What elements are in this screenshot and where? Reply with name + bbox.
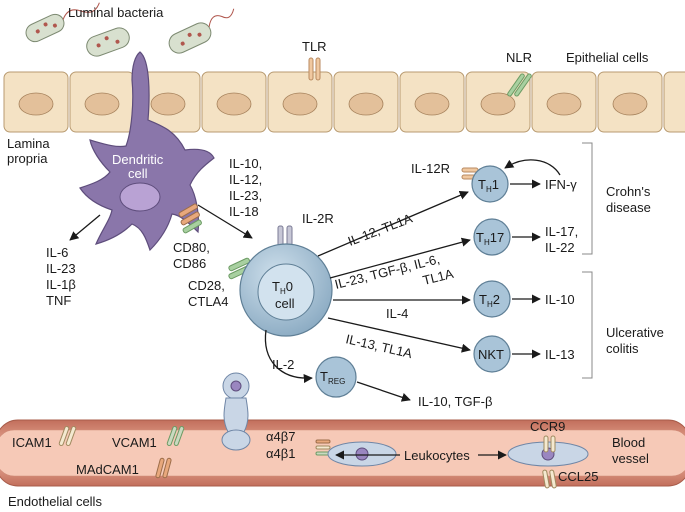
dc-cytokine-il1b: IL-1β — [46, 277, 76, 292]
cd86-label: CD86 — [173, 256, 206, 271]
madcam1-molecule — [155, 457, 172, 479]
il17-label: IL-17, — [545, 224, 578, 239]
secreted-il12: IL-12, — [229, 172, 262, 187]
dc-cytokine-il23: IL-23 — [46, 261, 76, 276]
leukocyte-1 — [327, 441, 397, 467]
arrow-treg-output — [356, 381, 411, 402]
epithelial-cell — [399, 71, 465, 133]
epithelial-cell — [69, 71, 135, 133]
blood-vessel-label-1: Blood — [612, 435, 645, 450]
secreted-il10: IL-10, — [229, 156, 262, 171]
bacterium-3 — [168, 8, 235, 54]
vcam1-molecule — [166, 425, 185, 447]
dc-cytokine-il6: IL-6 — [46, 245, 68, 260]
dendritic-cell-label-1: Dendritic — [112, 152, 164, 167]
uc-label-1: Ulcerative — [606, 325, 664, 340]
crohns-bracket — [582, 142, 593, 255]
integrin-molecules — [315, 439, 331, 456]
epithelial-cell — [531, 71, 597, 133]
ctla4-label: CTLA4 — [188, 294, 228, 309]
arrow-dc-to-th0 — [197, 204, 253, 239]
treg-label: TREG — [320, 369, 345, 386]
leukocytes-label: Leukocytes — [404, 448, 470, 463]
uc-bracket — [582, 271, 593, 379]
epithelial-cells-label: Epithelial cells — [566, 50, 649, 65]
dendritic-cell-label-2: cell — [128, 166, 148, 181]
dc-cytokine-tnf: TNF — [46, 293, 71, 308]
arrow-th0-to-th1 — [317, 191, 469, 257]
tlr-label: TLR — [302, 39, 327, 54]
icam1-label: ICAM1 — [12, 435, 52, 450]
epithelial-cell — [597, 71, 663, 133]
ccr9-receptor — [543, 435, 556, 453]
ifng-label: IFN-γ — [545, 177, 577, 192]
endothelial-cells-label: Endothelial cells — [8, 494, 102, 509]
ccl25-label: CCL25 — [558, 469, 598, 484]
icam1-molecule — [58, 425, 77, 447]
secreted-il23: IL-23, — [229, 188, 262, 203]
arrow-il23-label-2: TL1A — [421, 266, 455, 288]
th0-label: TH0 — [272, 279, 293, 296]
a4b1-label: α4β1 — [266, 446, 295, 461]
arrow-th0-to-nkt — [327, 317, 471, 353]
th0-cell: TH0 cell — [228, 225, 333, 337]
vcam1-label: VCAM1 — [112, 435, 157, 450]
secreted-il18: IL-18 — [229, 204, 259, 219]
blood-vessel-label-2: vessel — [612, 451, 649, 466]
arrow-il2-label: IL-2 — [272, 357, 294, 372]
arrow-dc-cytokines — [69, 214, 101, 241]
th2-cell: TH2 — [473, 280, 511, 318]
il12r-label: IL-12R — [411, 161, 450, 176]
epithelial-cell — [333, 71, 399, 133]
arrow-il13-label: IL-13, TL1A — [344, 331, 414, 361]
lamina-propria-label-2: propria — [7, 151, 48, 166]
transmigrating-leukocyte — [221, 372, 251, 451]
th1-label: TH1 — [478, 177, 499, 194]
epithelial-cell — [267, 71, 333, 133]
th2-label: TH2 — [479, 292, 500, 309]
epithelial-cell — [135, 71, 201, 133]
th1-cell: TH1 — [461, 165, 509, 203]
treg-output-label: IL-10, TGF-β — [418, 394, 492, 409]
nkt-cell: NKT — [473, 335, 511, 373]
arrow-il4-label: IL-4 — [386, 306, 408, 321]
treg-cell: TREG — [315, 356, 357, 398]
il2r-label: IL-2R — [302, 211, 334, 226]
epithelium: TLR NLR Epithelial cells — [3, 39, 685, 133]
bacterium-1 — [25, 2, 100, 43]
tlr-receptor — [308, 57, 321, 81]
arrow-th0-to-treg — [264, 329, 313, 384]
a4b7-label: α4β7 — [266, 429, 295, 444]
il22-label: IL-22 — [545, 240, 575, 255]
nkt-label: NKT — [478, 347, 504, 362]
il10-th2-label: IL-10 — [545, 292, 575, 307]
nlr-label: NLR — [506, 50, 532, 65]
ccl25-molecule — [542, 469, 557, 489]
il13-output-label: IL-13 — [545, 347, 575, 362]
cd80-label: CD80, — [173, 240, 210, 255]
madcam1-label: MAdCAM1 — [76, 462, 139, 477]
th0-cell-label: cell — [275, 296, 295, 311]
th17-label: TH17 — [476, 230, 504, 247]
lamina-propria-label-1: Lamina — [7, 136, 50, 151]
epithelial-cell — [3, 71, 69, 133]
epithelial-cell — [663, 71, 685, 133]
crohns-label-1: Crohn's — [606, 184, 651, 199]
arrow-ifng-feedback — [504, 159, 561, 176]
nlr-receptor — [507, 73, 532, 97]
luminal-bacteria-label: Luminal bacteria — [68, 5, 164, 20]
dendritic-cell: Dendritic cell — [79, 51, 215, 252]
th17-cell: TH17 — [473, 218, 511, 256]
arrow-il12-label: IL-12, TL1A — [346, 210, 415, 248]
uc-label-2: colitis — [606, 341, 639, 356]
blood-vessel — [0, 372, 685, 489]
arrow-th0-to-th17 — [329, 237, 471, 279]
epithelial-cell — [201, 71, 267, 133]
cd28-label: CD28, — [188, 278, 225, 293]
luminal-bacteria-group: Luminal bacteria — [25, 2, 235, 57]
bacterium-2 — [86, 27, 130, 57]
crohns-label-2: disease — [606, 200, 651, 215]
ccr9-label: CCR9 — [530, 419, 565, 434]
